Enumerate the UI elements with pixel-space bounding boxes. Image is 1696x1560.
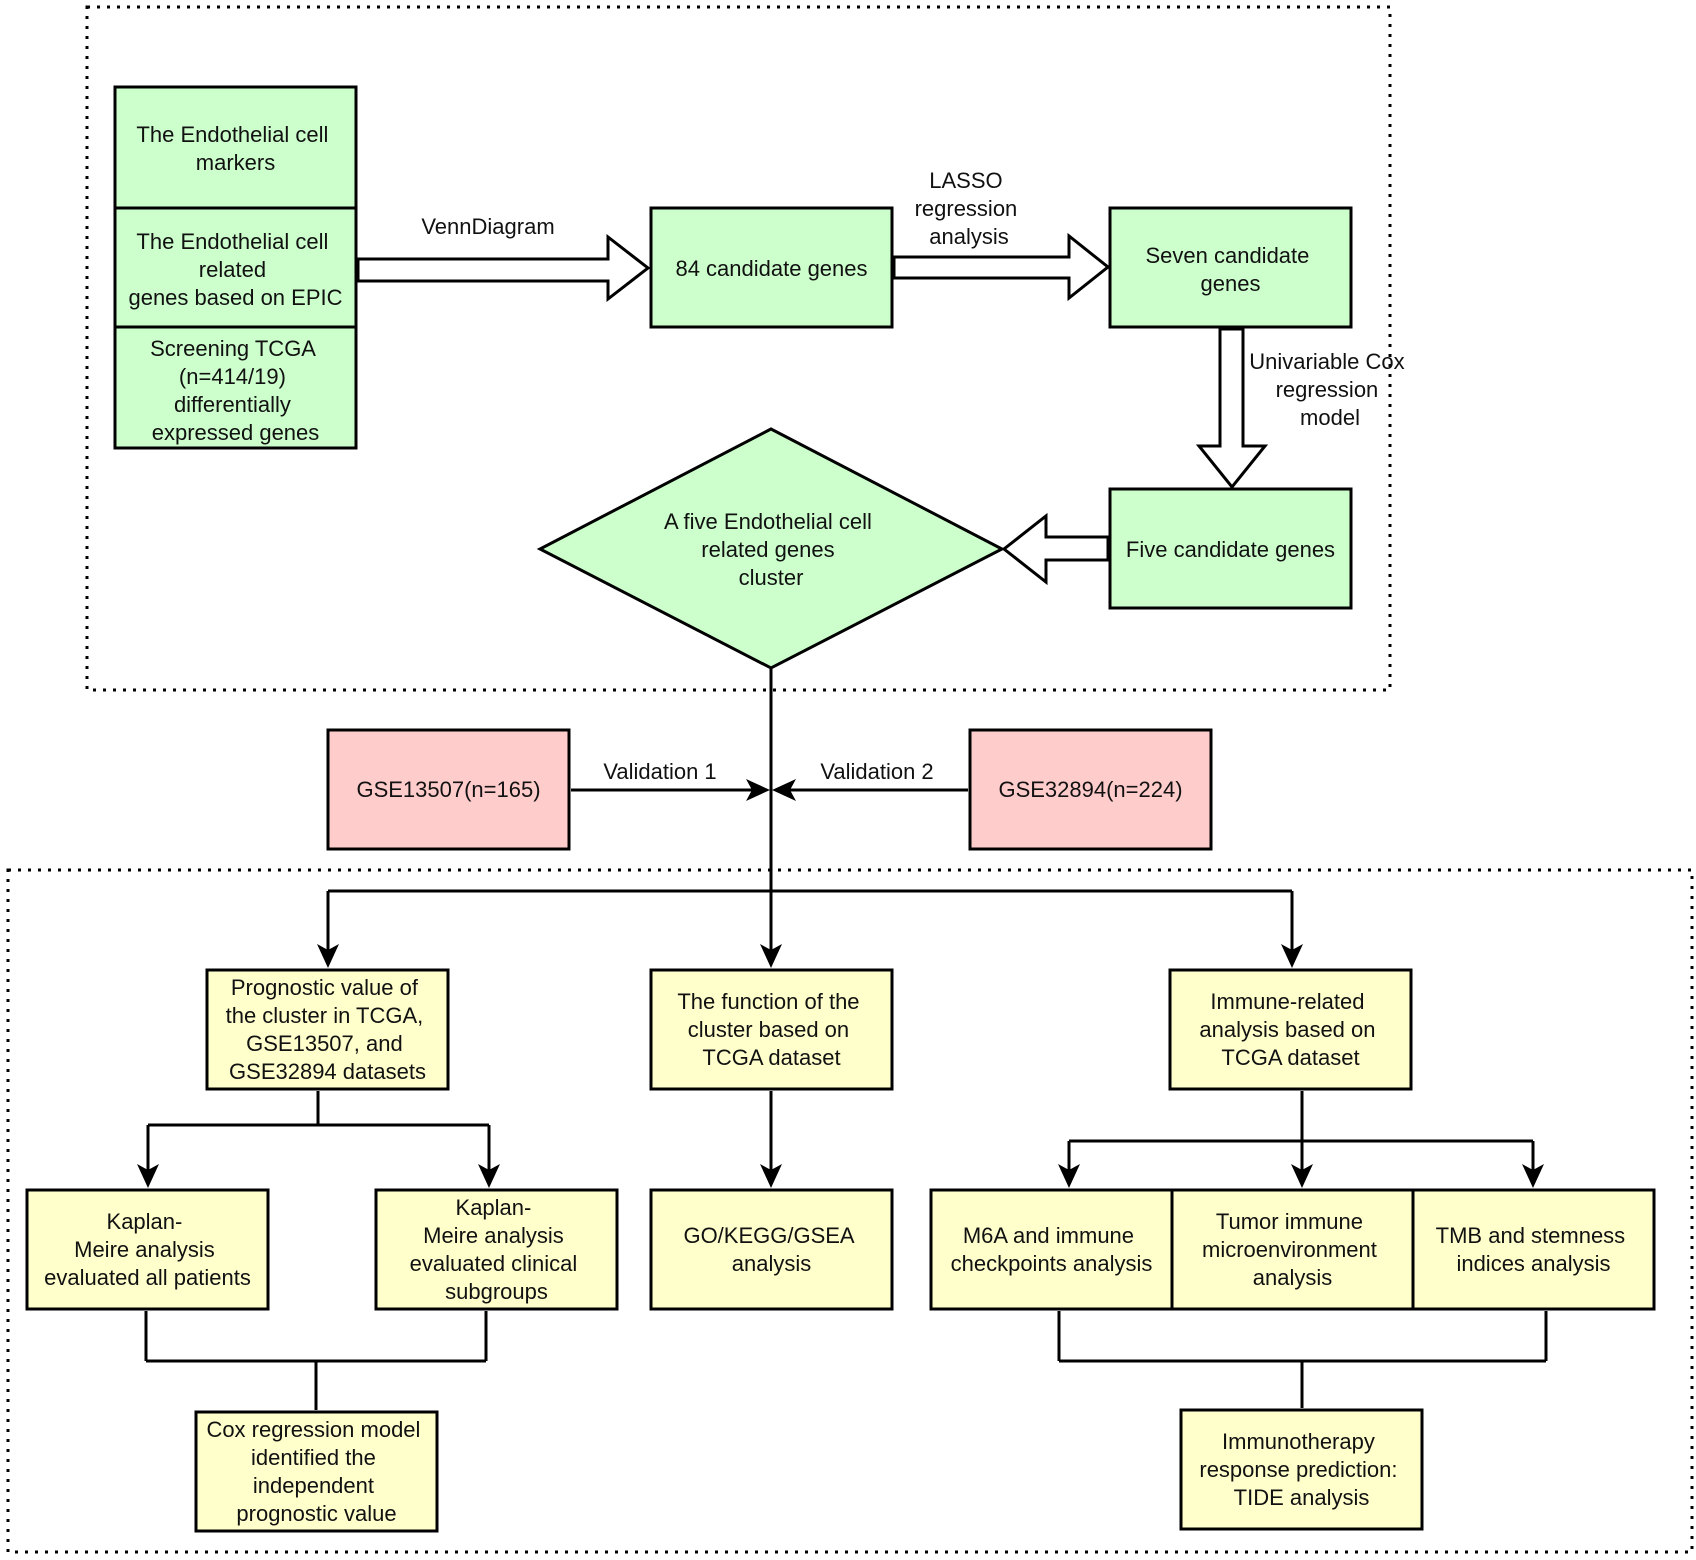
km-subgroups-text: Kaplan- Meire analysis evaluated clinica… — [410, 1195, 584, 1304]
km-all-patients-text: Kaplan- Meire analysis evaluated all pat… — [44, 1209, 251, 1290]
lasso-label: LASSO regression analysis — [915, 168, 1024, 249]
km-all-patients-box — [25, 1188, 270, 1311]
gse13507-box — [326, 728, 571, 851]
cox-arrow — [1195, 327, 1269, 490]
validation-2-arrowhead — [772, 779, 796, 801]
immune-analysis-text: Immune-related analysis based on TCGA da… — [1199, 989, 1381, 1070]
gse32894-text: GSE32894(n=224) — [998, 777, 1182, 802]
tide-prediction-box — [1179, 1408, 1424, 1531]
five-candidates-text: Five candidate genes — [1126, 537, 1335, 562]
tide-prediction-text: Immunotherapy response prediction: TIDE … — [1199, 1429, 1403, 1510]
cox-independent-text: Cox regression model identified the inde… — [206, 1417, 426, 1526]
m6a-arrowhead — [1058, 1164, 1080, 1188]
seven-candidates-box — [1108, 206, 1353, 329]
epic-genes-text: The Endothelial cell related genes based… — [128, 229, 342, 310]
prognostic-value-text: Prognostic value of the cluster in TCGA,… — [226, 975, 430, 1084]
five-to-cluster-arrow — [1001, 512, 1110, 586]
go-kegg-gsea-text: GO/KEGG/GSEA analysis — [683, 1223, 859, 1276]
tmb-stemness-text: TMB and stemness indices analysis — [1436, 1223, 1632, 1276]
go-kegg-gsea-box — [649, 1188, 894, 1311]
km-sub-arrowhead — [478, 1164, 500, 1188]
cox-label: Univariable Cox regression model — [1249, 349, 1410, 430]
validation-2-label: Validation 2 — [820, 759, 933, 784]
branch-prognostic-arrowhead — [317, 944, 339, 968]
tmb-arrowhead — [1522, 1164, 1544, 1188]
bottom-group-frame — [6, 868, 1694, 1554]
lasso-arrow — [892, 232, 1111, 302]
tmb-stemness-box — [1411, 1188, 1656, 1311]
go-arrowhead — [760, 1164, 782, 1188]
endothelial-markers-text: The Endothelial cell markers — [136, 122, 334, 175]
tcga-deg-box — [113, 325, 358, 450]
prognostic-value-box — [205, 968, 450, 1091]
tcga-deg-text: Screening TCGA (n=414/19) differentially… — [150, 336, 321, 445]
tme-arrowhead — [1291, 1164, 1313, 1188]
candidates-84-text: 84 candidate genes — [675, 256, 867, 281]
gse13507-text: GSE13507(n=165) — [356, 777, 540, 802]
cox-independent-box — [194, 1410, 439, 1533]
km-subgroups-box — [374, 1188, 619, 1311]
epic-genes-box — [113, 206, 358, 329]
tumor-microenvironment-box — [1170, 1188, 1415, 1311]
venn-label: VennDiagram — [421, 214, 554, 239]
km-all-arrowhead — [137, 1164, 159, 1188]
tumor-microenvironment-text: Tumor immune microenvironment analysis — [1202, 1209, 1383, 1290]
branch-immune-arrowhead — [1281, 944, 1303, 968]
branch-function-arrowhead — [760, 944, 782, 968]
seven-candidates-text: Seven candidate genes — [1145, 243, 1315, 296]
cluster-function-text: The function of the cluster based on TCG… — [677, 989, 865, 1070]
m6a-checkpoints-box — [929, 1188, 1174, 1311]
validation-1-label: Validation 1 — [603, 759, 716, 784]
five-candidates-box — [1108, 487, 1353, 610]
cluster-function-box — [649, 968, 894, 1091]
immune-analysis-box — [1168, 968, 1413, 1091]
venn-arrow — [356, 233, 651, 303]
endothelial-markers-box — [113, 85, 358, 210]
top-group-frame — [85, 5, 1392, 692]
cluster-diamond-text: A five Endothelial cell related genes cl… — [664, 509, 878, 590]
validation-1-arrowhead — [746, 779, 770, 801]
m6a-checkpoints-text: M6A and immune checkpoints analysis — [951, 1223, 1153, 1276]
candidates-84-box — [649, 206, 894, 329]
gse32894-box — [968, 728, 1213, 851]
